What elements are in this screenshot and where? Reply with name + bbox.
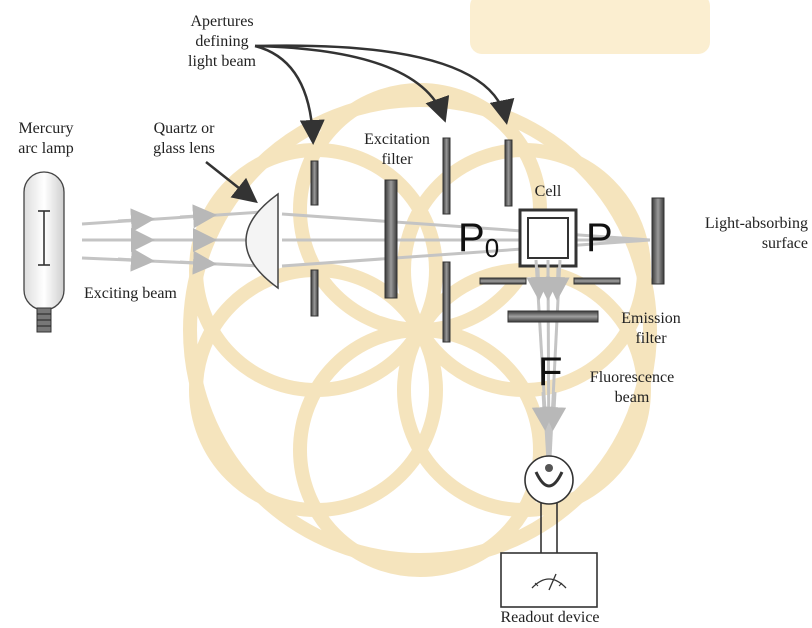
cell-aperture-right [573, 277, 621, 285]
mercury-lamp-label: Mercury arc lamp [0, 119, 92, 159]
aperture-3-top [504, 139, 513, 207]
excitation-filter [384, 179, 398, 299]
fluorescence-beam [526, 259, 570, 479]
emission-filter [507, 310, 599, 323]
readout-meter [500, 552, 598, 608]
emission-filter-label-line2: filter [635, 330, 667, 347]
fluorescence-beam-label-line2: beam [614, 389, 650, 406]
light-absorbing-label-line2: surface [761, 235, 808, 252]
f-symbol: F [538, 350, 563, 394]
detector-wires [540, 503, 558, 555]
excitation-filter-label: Excitation filter [338, 130, 456, 170]
photodetector [524, 455, 574, 505]
lens [245, 192, 279, 290]
watermark-rosette [183, 83, 657, 577]
mercury-lamp [23, 171, 65, 333]
excitation-filter-label-line2: filter [381, 151, 413, 168]
exciting-beam [81, 204, 651, 275]
mercury-lamp-label-line1: Mercury [18, 120, 74, 137]
aperture-2-bottom [442, 261, 451, 343]
readout-device-label: Readout device [500, 609, 600, 626]
excitation-filter-label-line1: Excitation [364, 131, 430, 148]
light-absorbing-surface-label: Light-absorbing surface [662, 214, 808, 254]
fluorescence-beam-label: Fluorescence beam [572, 368, 692, 408]
p0-symbol: P0 [458, 218, 499, 261]
mercury-lamp-label-line2: arc lamp [18, 140, 74, 157]
light-absorbing-label-line1: Light-absorbing [704, 215, 808, 232]
cell-aperture-left [479, 277, 527, 285]
watermark-banner [470, 0, 710, 54]
p0-main: P [458, 216, 485, 260]
lens-label-line1: Quartz or [153, 120, 215, 137]
aperture-1-bottom [310, 269, 319, 317]
light-absorbing-surface [651, 197, 665, 285]
p0-subscript: 0 [484, 233, 500, 263]
emission-filter-label: Emission filter [604, 309, 698, 349]
aperture-1-top [310, 160, 319, 206]
apertures-label-line2: defining [195, 33, 249, 50]
apertures-label: Apertures defining light beam [152, 12, 292, 72]
sample-cell [518, 208, 578, 268]
emission-filter-label-line1: Emission [621, 310, 681, 327]
apertures-label-line1: Apertures [190, 13, 254, 30]
aperture-2-top [442, 137, 451, 215]
pointer-arrows [205, 44, 515, 204]
fluorescence-beam-label-line1: Fluorescence [589, 369, 675, 386]
apertures-label-line3: light beam [188, 53, 256, 70]
lens-label-line2: glass lens [153, 140, 215, 157]
exciting-beam-label: Exciting beam [84, 285, 177, 302]
cell-label: Cell [534, 183, 562, 200]
lens-label: Quartz or glass lens [128, 119, 240, 159]
p-symbol: P [586, 216, 613, 260]
